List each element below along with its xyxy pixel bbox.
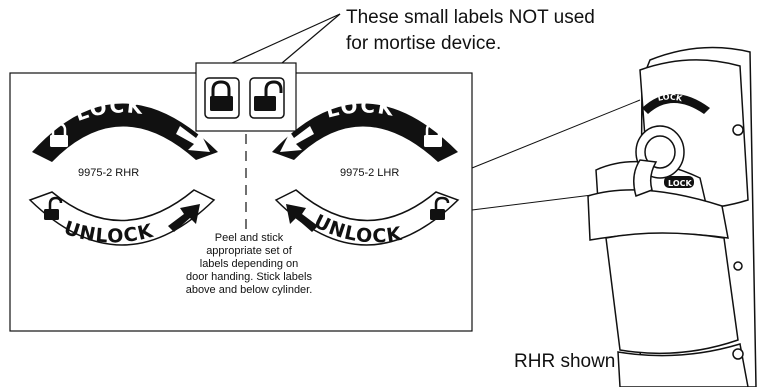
part-number-lhr: 9975-2 LHR <box>340 167 400 179</box>
padlock-closed-icon <box>424 122 442 147</box>
pointer-line-upper <box>471 99 641 169</box>
part-number-rhr: 9975-2 RHR <box>78 167 140 179</box>
arrow-icon <box>168 204 200 232</box>
instruction-line: above and below cylinder. <box>185 284 313 296</box>
arrow-icon <box>176 126 210 152</box>
padlock-closed-icon <box>50 122 68 147</box>
peel-instructions: Peel and stick appropriate set of labels… <box>174 232 324 297</box>
caption-rhr-shown: RHR shown <box>514 351 616 372</box>
callout-line-2: for mortise device. <box>346 33 502 54</box>
svg-text:LOCK: LOCK <box>668 179 692 188</box>
svg-text:UNLOCK: UNLOCK <box>310 210 404 247</box>
lock-label-lhr: LOCK <box>272 93 458 162</box>
device-unlock-label: LOCK <box>664 176 694 188</box>
small-padlock-open-icon <box>249 77 285 119</box>
callout-leader-left <box>231 13 341 64</box>
lock-label-rhr: LOCK <box>32 93 218 162</box>
instruction-line: labels depending on <box>199 258 299 270</box>
callout-leader-right <box>281 13 341 64</box>
arrow-icon <box>280 126 314 152</box>
padlock-open-icon <box>430 196 450 220</box>
device-lock-label: LOCK <box>642 92 710 114</box>
svg-text:LOCK: LOCK <box>657 92 684 103</box>
small-padlock-closed-icon <box>204 77 240 119</box>
unlock-label-rhr: UNLOCK <box>28 189 216 248</box>
instruction-line: door handing. Stick labels <box>186 271 312 283</box>
instruction-line: Peel and stick <box>214 232 284 244</box>
instruction-line: appropriate set of <box>206 245 292 257</box>
padlock-open-icon <box>44 196 63 220</box>
callout-line-1: These small labels NOT used <box>346 7 595 28</box>
arrow-icon <box>286 204 318 232</box>
